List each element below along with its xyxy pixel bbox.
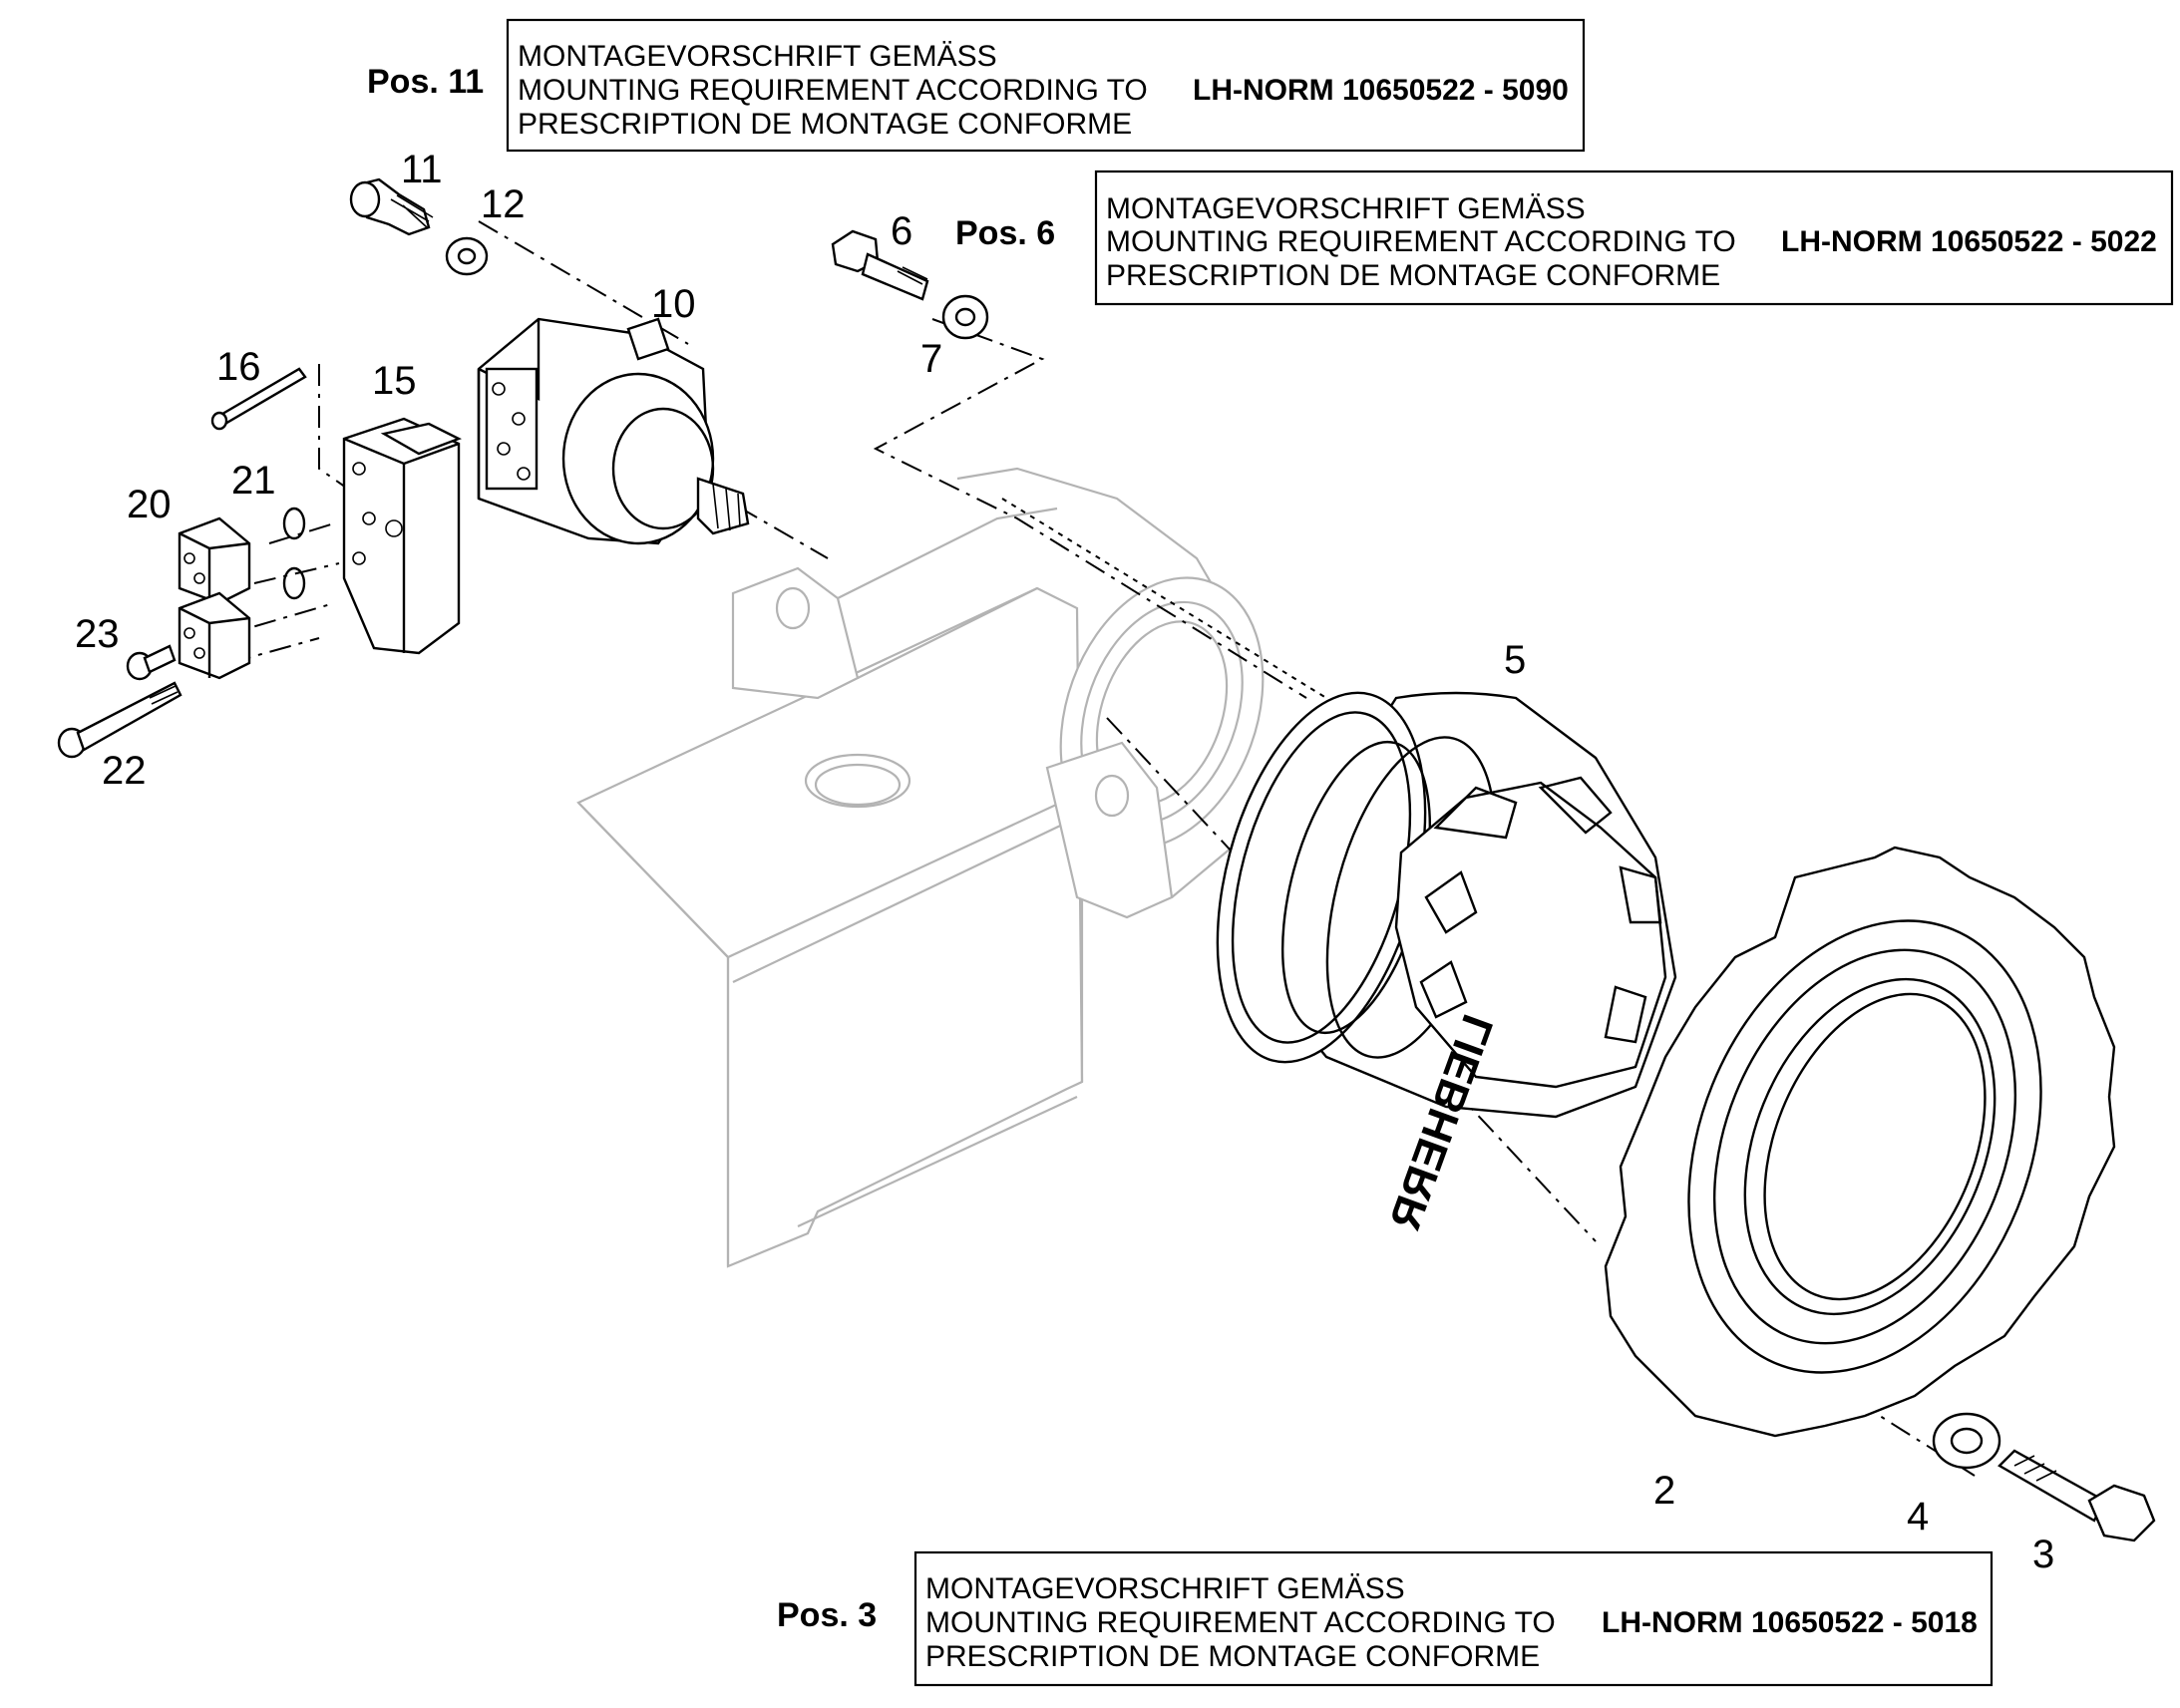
part-22-bolt bbox=[57, 681, 182, 759]
note-line-de: MONTAGEVORSCHRIFT GEMÄSS bbox=[1106, 192, 1586, 225]
part-15-valve-block bbox=[342, 417, 462, 655]
callout-21: 21 bbox=[231, 459, 276, 503]
note-pos-3: Pos. 3 MONTAGEVORSCHRIFT GEMÄSS MOUNTING… bbox=[777, 1550, 1994, 1687]
part-16-bolt bbox=[210, 367, 307, 431]
callout-12: 12 bbox=[481, 182, 526, 226]
note-line-de: MONTAGEVORSCHRIFT GEMÄSS bbox=[925, 1572, 1405, 1605]
part-23-screw bbox=[126, 644, 177, 681]
callout-23: 23 bbox=[75, 612, 120, 656]
note-pos-label: Pos. 11 bbox=[367, 63, 484, 101]
part-2-sprocket bbox=[1604, 846, 2116, 1438]
note-norm: LH-NORM 10650522 - 5018 bbox=[1602, 1606, 1978, 1639]
callout-2: 2 bbox=[1653, 1469, 1675, 1513]
note-line-en: MOUNTING REQUIREMENT ACCORDING TO bbox=[1106, 225, 1736, 258]
note-line-de: MONTAGEVORSCHRIFT GEMÄSS bbox=[518, 40, 997, 73]
note-pos-label: Pos. 6 bbox=[955, 214, 1055, 252]
note-pos-label: Pos. 3 bbox=[777, 1596, 877, 1634]
part-4-washer bbox=[1932, 1412, 2001, 1470]
note-box-frame bbox=[1094, 170, 2174, 306]
note-norm: LH-NORM 10650522 - 5022 bbox=[1781, 225, 2157, 258]
callout-6: 6 bbox=[891, 209, 912, 253]
part-20-flange-blocks bbox=[178, 516, 251, 680]
part-6-bolt bbox=[831, 229, 929, 301]
callout-22: 22 bbox=[102, 749, 147, 793]
callout-10: 10 bbox=[651, 282, 696, 326]
part-10-hydraulic-motor bbox=[477, 317, 750, 545]
callout-3: 3 bbox=[2032, 1533, 2054, 1576]
note-line-fr: PRESCRIPTION DE MONTAGE CONFORME bbox=[1106, 259, 1720, 292]
part-12-washer bbox=[445, 236, 489, 276]
note-norm: LH-NORM 10650522 - 5090 bbox=[1193, 74, 1569, 107]
note-line-en: MOUNTING REQUIREMENT ACCORDING TO bbox=[925, 1606, 1556, 1639]
part-11-bolt bbox=[349, 177, 434, 236]
callout-4: 4 bbox=[1907, 1495, 1929, 1538]
callout-5: 5 bbox=[1504, 638, 1526, 682]
callout-16: 16 bbox=[216, 345, 261, 389]
note-pos-6: Pos. 6 MONTAGEVORSCHRIFT GEMÄSS MOUNTING… bbox=[955, 170, 2174, 306]
note-line-fr: PRESCRIPTION DE MONTAGE CONFORME bbox=[925, 1640, 1540, 1673]
part-5-final-drive: LIEBHERR bbox=[1216, 691, 1677, 1236]
note-line-en: MOUNTING REQUIREMENT ACCORDING TO bbox=[518, 74, 1148, 107]
part-7-washer bbox=[941, 294, 989, 340]
part-21-o-rings bbox=[282, 507, 306, 600]
part-3-bolt bbox=[1998, 1449, 2156, 1542]
callout-20: 20 bbox=[127, 483, 172, 526]
callout-7: 7 bbox=[920, 337, 942, 381]
note-pos-11: Pos. 11 MONTAGEVORSCHRIFT GEMÄSS MOUNTIN… bbox=[367, 18, 1586, 153]
note-box-frame bbox=[506, 18, 1586, 153]
callout-15: 15 bbox=[372, 359, 417, 403]
callout-11: 11 bbox=[401, 148, 443, 191]
track-frame-background bbox=[576, 467, 1268, 1268]
note-box-frame bbox=[913, 1550, 1994, 1687]
callout-labels: 11 12 6 7 10 16 15 21 20 23 22 5 2 4 3 bbox=[75, 148, 2054, 1576]
note-line-fr: PRESCRIPTION DE MONTAGE CONFORME bbox=[518, 108, 1132, 141]
